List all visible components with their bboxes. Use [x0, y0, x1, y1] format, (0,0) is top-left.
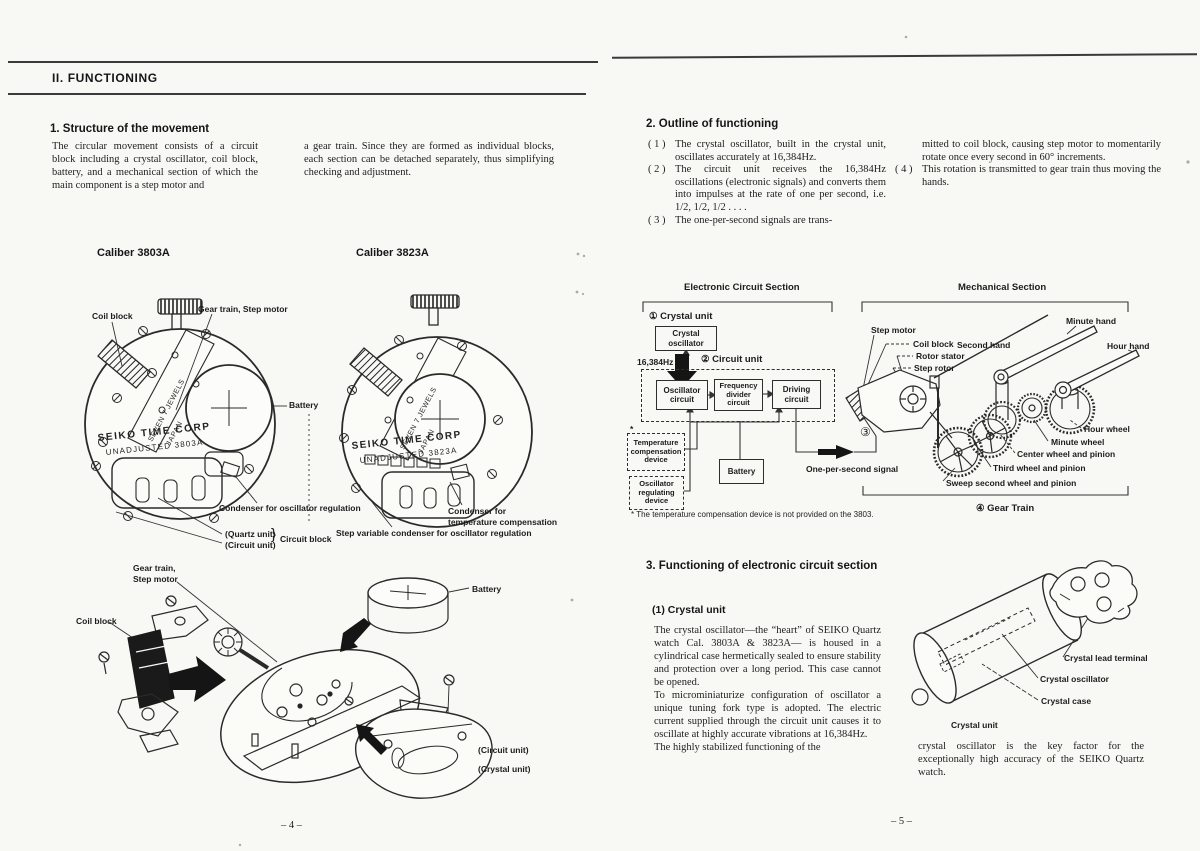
item-text: mitted to coil block, causing step motor…: [922, 139, 1161, 163]
w1-circuit-unit-label: (Circuit unit): [225, 540, 276, 550]
temperature-compensation-box: Temperature compensation device: [627, 433, 685, 471]
list-item: ( 1 ) The crystal oscillator, built in t…: [648, 139, 886, 164]
section3-title: 3. Functioning of electronic circuit sec…: [646, 560, 878, 572]
frequency-16384-label: 16,384Hz: [637, 357, 674, 367]
section2-col1: ( 1 ) The crystal oscillator, built in t…: [648, 139, 886, 227]
w1-quartz-unit-label: (Quartz unit): [225, 529, 276, 539]
caliber-3803a-title: Caliber 3803A: [97, 247, 170, 259]
section3-paragraph: The crystal oscillator—the “heart” of SE…: [654, 625, 881, 688]
exploded-battery-label: Battery: [472, 584, 502, 594]
page-number-left: – 4 –: [281, 820, 302, 831]
block-diagram-lines: [642, 301, 1129, 496]
one-per-second-label: One-per-second signal: [806, 464, 899, 474]
step-rotor-label: Step rotor: [914, 363, 955, 373]
watch-3823a-leaders: [308, 414, 463, 528]
top-rule-left: [8, 61, 598, 63]
section1-col1: The circular movement consists of a circ…: [52, 141, 258, 191]
w1-condenser-label: Condenser for oscillator regulation: [219, 503, 361, 513]
w1-gear-train-label: Gear train, Step motor: [198, 304, 288, 314]
exploded-gear-train-label: Gear train, Step motor: [133, 563, 178, 584]
crystal-unit-caption: Crystal unit: [951, 720, 998, 730]
w1-circuit-block-label: Circuit block: [280, 534, 332, 544]
item-text: The circuit unit receives the 16,384Hz o…: [675, 164, 886, 213]
third-wheel-label: Third wheel and pinion: [993, 463, 1086, 473]
circuit-unit-block-label: ② Circuit unit: [701, 354, 763, 365]
section3-paragraph: To microminiaturize configuration of osc…: [654, 690, 881, 740]
watch-3803a-leaders: [111, 313, 287, 544]
w1-brace: }: [271, 526, 277, 543]
page-number-right: – 5 –: [891, 816, 912, 827]
scan-specks: [238, 35, 1190, 847]
exploded-crystal-unit-label: (Crystal unit): [478, 764, 531, 774]
hour-hand-label: Hour hand: [1107, 341, 1150, 351]
step-motor-label: Step motor: [871, 325, 916, 335]
footnote-asterisk: *: [630, 424, 634, 434]
oscillator-regulating-box: Oscillator regulating device: [629, 476, 684, 510]
item-text: The crystal oscillator, built in the cry…: [675, 139, 886, 163]
section3-subtitle: (1) Crystal unit: [652, 604, 726, 616]
center-wheel-label: Center wheel and pinion: [1017, 449, 1116, 459]
header-underline: [8, 93, 586, 95]
mechanical-section-drawing: [845, 314, 1140, 482]
crystal-unit-block-label: ① Crystal unit: [649, 311, 713, 322]
mech-coil-block-label: Coil block: [913, 339, 954, 349]
step3-marker: ③: [860, 425, 871, 439]
sweep-wheel-label: Sweep second wheel and pinion: [946, 478, 1077, 488]
crystal-lead-terminal-label: Crystal lead terminal: [1064, 653, 1148, 663]
exploded-view-drawing: [98, 577, 493, 799]
item-number: ( 4 ): [895, 164, 913, 176]
mechanical-section-title: Mechanical Section: [958, 282, 1047, 293]
section2-col2: mitted to coil block, causing step motor…: [895, 139, 1161, 189]
list-item: ( 4 ) This rotation is transmitted to ge…: [895, 164, 1161, 189]
caliber-3823a-title: Caliber 3823A: [356, 247, 429, 259]
crystal-oscillator-label: Crystal oscillator: [1040, 674, 1109, 684]
driving-circuit-box: Driving circuit: [772, 380, 821, 409]
w2-step-variable-label: Step variable condenser for oscillator r…: [336, 528, 532, 538]
section1-col2: a gear train. Since they are formed as i…: [304, 141, 554, 178]
section2-title: 2. Outline of functioning: [646, 118, 779, 130]
exploded-coil-block-label: Coil block: [76, 616, 117, 626]
section1-title: 1. Structure of the movement: [50, 123, 210, 135]
list-item: ( 3 ) The one-per-second signals are tra…: [648, 215, 886, 228]
battery-box: Battery: [719, 459, 764, 484]
watch-3823a-drawing: SEVEN 7 JEWELS JAPAN SEIKO TIME CORP UNA…: [339, 294, 533, 528]
minute-hand-label: Minute hand: [1066, 316, 1117, 326]
item-number: ( 3 ): [648, 214, 666, 226]
item-number: ( 1 ): [648, 139, 666, 150]
page-title: II. FUNCTIONING: [52, 71, 158, 85]
hour-wheel-label: Hour wheel: [1084, 424, 1130, 434]
section3-col1: The crystal oscillator—the “heart” of SE…: [654, 624, 881, 754]
electronic-section-title: Electronic Circuit Section: [684, 282, 800, 293]
section3-col2: crystal oscillator is the key factor for…: [918, 741, 1144, 778]
item-text: This rotation is transmitted to gear tra…: [922, 164, 1161, 188]
list-item-continuation: mitted to coil block, causing step motor…: [895, 139, 1161, 164]
w1-coil-block-label: Coil block: [92, 311, 133, 321]
second-hand-label: Second hand: [957, 340, 1011, 350]
gear-train-block-label: ④ Gear Train: [976, 503, 1035, 514]
item-number: ( 2 ): [648, 164, 666, 176]
circuit-unit-dashed-box: [641, 369, 835, 422]
crystal-oscillator-box: Crystal oscillator: [655, 326, 717, 351]
diagram-footnote: * The temperature compensation device is…: [631, 510, 874, 519]
rotor-stator-label: Rotor stator: [916, 351, 965, 361]
exploded-circuit-unit-label: (Circuit unit): [478, 745, 529, 755]
frequency-divider-box: Frequency divider circuit: [714, 379, 763, 411]
minute-wheel-label: Minute wheel: [1051, 437, 1105, 447]
crystal-case-label: Crystal case: [1041, 696, 1092, 706]
w2-condenser-temp-label: Condenser for temperature compensation: [448, 506, 558, 527]
oscillator-circuit-box: Oscillator circuit: [656, 380, 708, 410]
crystal-unit-drawing: [911, 560, 1138, 706]
w1-battery-label: Battery: [289, 400, 319, 410]
watch-3803a-drawing: SEVEN 7 JEWELS JAPAN SEIKO TIME CORP UNA…: [84, 298, 276, 523]
section3-paragraph: The highly stabilized functioning of the: [654, 742, 821, 753]
list-item: ( 2 ) The circuit unit receives the 16,3…: [648, 164, 886, 214]
item-text: The one-per-second signals are trans-: [675, 214, 833, 226]
